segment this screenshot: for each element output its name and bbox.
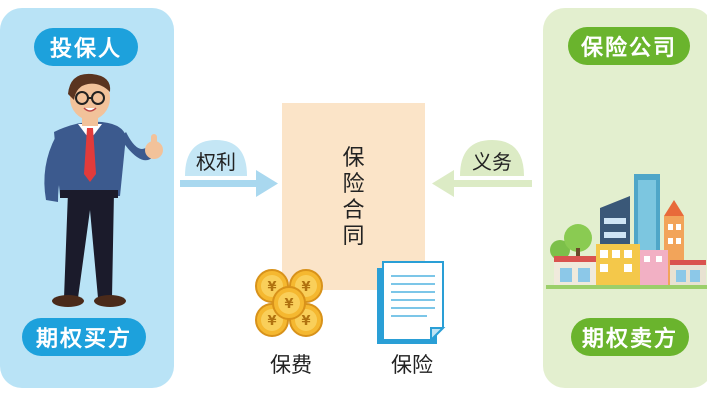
rights-label: 权利 xyxy=(196,149,236,174)
coins-icon: ¥ ¥ ¥ ¥ ¥ xyxy=(255,269,323,337)
premium-label: 保费 xyxy=(270,353,312,377)
contract-char: 险 xyxy=(342,172,365,197)
insurance-company-badge: 保险公司 xyxy=(568,27,690,65)
option-buyer-badge: 期权买方 xyxy=(22,318,146,356)
rights-arrow xyxy=(180,170,278,197)
insurance-label: 保险 xyxy=(391,353,433,377)
svg-text:¥: ¥ xyxy=(267,314,276,329)
contract-char: 同 xyxy=(342,224,365,249)
document-icon xyxy=(377,261,446,344)
obligations-label-bubble xyxy=(460,140,524,176)
insurance-contract xyxy=(282,103,425,290)
obligations-arrow xyxy=(432,170,532,197)
svg-text:¥: ¥ xyxy=(301,314,310,329)
city-buildings-illustration xyxy=(546,174,707,289)
businessman-illustration xyxy=(44,73,163,307)
contract-char: 合 xyxy=(342,198,365,223)
policyholder-badge: 投保人 xyxy=(34,28,138,66)
svg-text:¥: ¥ xyxy=(267,280,276,295)
rights-label-bubble xyxy=(185,140,247,176)
obligations-label: 义务 xyxy=(472,149,512,174)
option-seller-badge: 期权卖方 xyxy=(571,318,689,356)
insurance-contract-text: 保 险 合 同 xyxy=(0,146,707,250)
svg-text:¥: ¥ xyxy=(284,297,293,312)
svg-text:¥: ¥ xyxy=(301,280,310,295)
contract-char: 保 xyxy=(342,146,365,171)
